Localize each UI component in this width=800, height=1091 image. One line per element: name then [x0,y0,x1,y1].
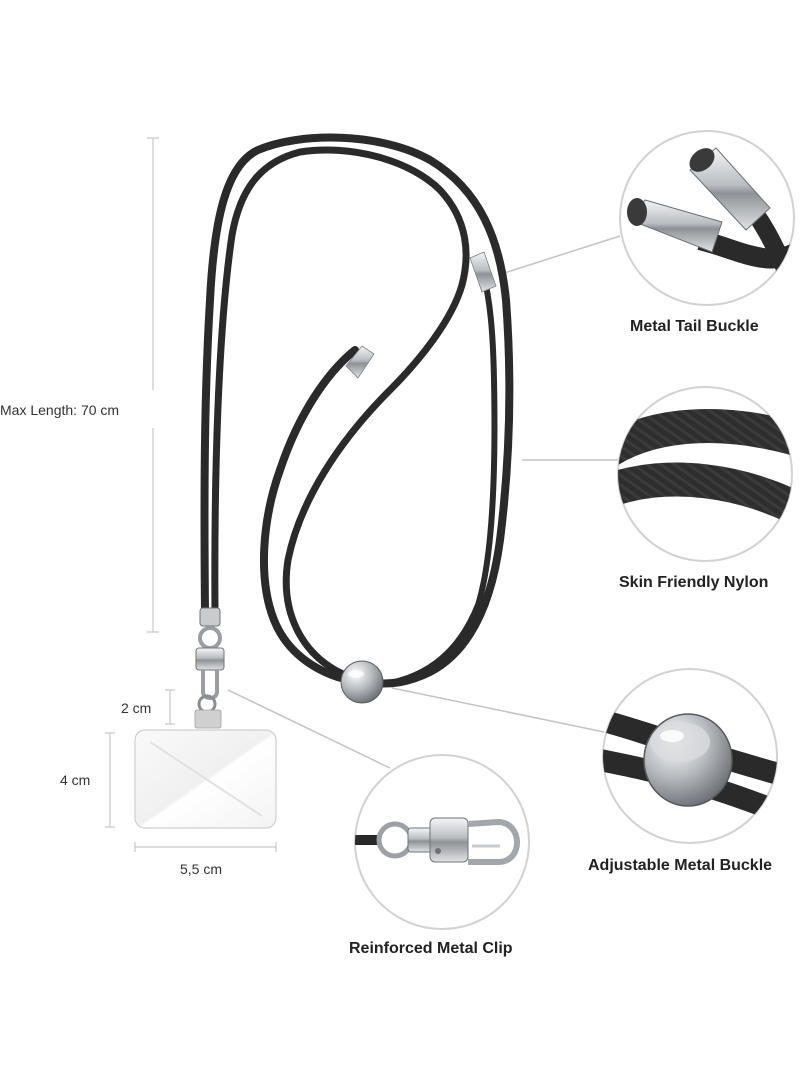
max-length-label: Max Length: 70 cm [0,402,120,418]
feature-label-tail-buckle: Metal Tail Buckle [630,318,759,335]
dimension-guides [105,137,277,852]
phone-patch [134,729,277,829]
lanyard-cord [200,133,514,688]
detail-circle-clip [354,754,530,930]
detail-circle-tail-buckle [619,130,795,306]
adjustable-knob [340,660,384,704]
feature-label-clip: Reinforced Metal Clip [349,940,513,957]
detail-circle-adjustable-buckle [602,668,778,844]
feature-label-nylon: Skin Friendly Nylon [619,574,769,591]
leader-lines [227,235,621,769]
feature-label-adjustable-buckle: Adjustable Metal Buckle [588,857,773,874]
detail-circle-nylon [617,386,793,562]
swivel-clip [194,607,225,729]
patch-width-label: 5,5 cm [180,861,223,877]
tab-height-label: 2 cm [121,700,152,716]
tail-buckle-tips [345,251,497,379]
patch-height-label: 4 cm [60,772,91,788]
